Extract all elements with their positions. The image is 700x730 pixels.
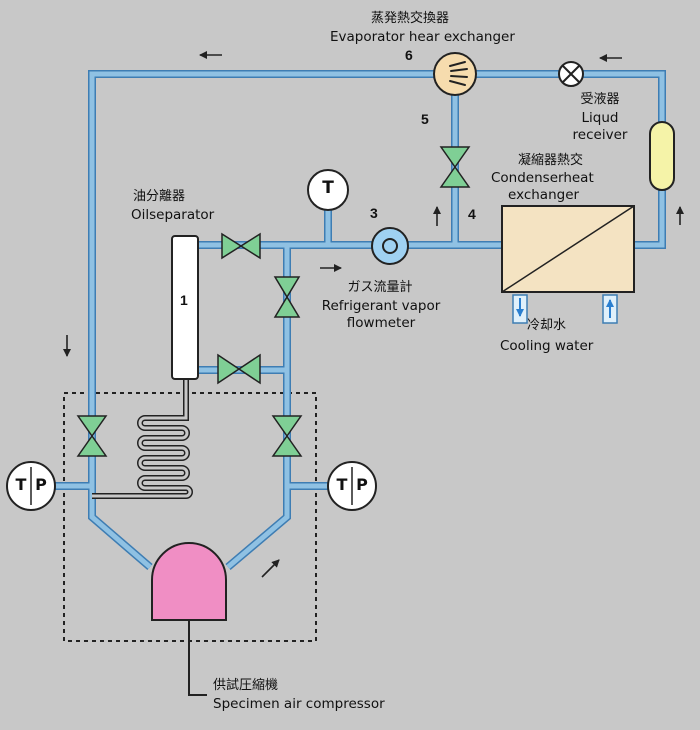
tp-left-t-symbol: T xyxy=(15,475,27,494)
compressor-label-jp: 供試圧縮機 xyxy=(213,678,279,693)
compressor xyxy=(151,542,227,621)
oil-separator-label-en: Oilseparator xyxy=(131,207,215,223)
condenser-label-jp: 凝縮器熱交 xyxy=(518,153,584,168)
valve-evaporator-branch xyxy=(439,146,471,188)
oil-separator xyxy=(171,235,199,380)
valve-bypass-line xyxy=(273,276,301,318)
component-number-4: 4 xyxy=(468,206,476,222)
evaporator-label-en: Evaporator hear exchanger xyxy=(330,29,515,45)
flowmeter-label-jp: ガス流量計 xyxy=(347,280,413,295)
compressor-leader-line xyxy=(188,620,207,696)
evaporator-heat-exchanger xyxy=(433,52,477,96)
flowmeter-label-en-2: flowmeter xyxy=(346,315,416,331)
cooling-water-label-jp: 冷却水 xyxy=(527,318,567,333)
compressor-label-en: Specimen air compressor xyxy=(213,696,385,712)
liquid-receiver xyxy=(649,121,675,191)
component-number-1: 1 xyxy=(180,292,188,308)
valve-oil-separator-outlet xyxy=(221,232,261,260)
tp-left-p-symbol: P xyxy=(35,475,47,494)
component-number-6: 6 xyxy=(405,47,413,63)
receiver-label-en-2: receiver xyxy=(572,127,628,143)
condenser-heat-exchanger xyxy=(501,205,635,293)
temperature-symbol: T xyxy=(322,178,334,198)
oil-separator-label-jp: 油分離器 xyxy=(133,189,186,204)
temperature-gauge xyxy=(307,169,349,211)
cooling-water-label-en: Cooling water xyxy=(500,338,594,354)
component-number-3: 3 xyxy=(370,205,378,221)
tp-gauge-right xyxy=(327,461,377,511)
component-number-5: 5 xyxy=(421,111,429,127)
condenser-label-en-1: Condenserheat xyxy=(491,170,594,186)
valve-suction-side xyxy=(76,415,108,457)
condenser-label-en-2: exchanger xyxy=(508,187,580,203)
receiver-label-en-1: Liqud xyxy=(581,110,619,126)
expansion-valve xyxy=(558,61,584,87)
valve-oil-separator-bypass xyxy=(217,353,261,385)
evaporator-label-jp: 蒸発熱交換器 xyxy=(370,11,449,26)
valve-discharge-side xyxy=(271,415,303,457)
flow-arrows xyxy=(63,51,684,578)
cooling-water-pipes xyxy=(512,294,618,324)
tp-gauge-left xyxy=(6,461,56,511)
refrigerant-vapor-flowmeter xyxy=(371,227,409,265)
tp-right-p-symbol: P xyxy=(356,475,368,494)
flow-arrow-discharge xyxy=(261,559,280,578)
receiver-label-jp: 受液器 xyxy=(580,92,620,107)
flowmeter-label-en-1: Refrigerant vapor xyxy=(321,298,441,314)
tp-right-t-symbol: T xyxy=(336,475,348,494)
